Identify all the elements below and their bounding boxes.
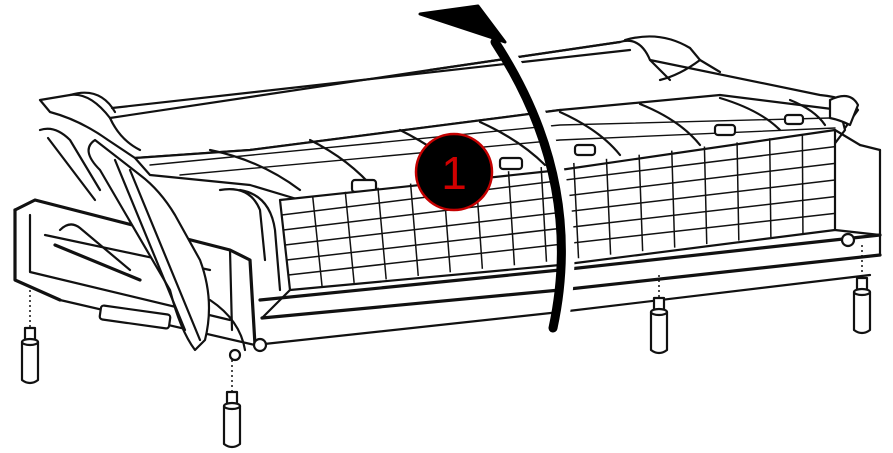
step-badge: 1 xyxy=(414,132,494,212)
foot-back-left xyxy=(222,360,242,449)
mattress-top xyxy=(38,35,860,160)
rotate-arrow-icon xyxy=(418,4,575,337)
foot-front-left xyxy=(20,290,40,385)
feet xyxy=(20,245,872,449)
foot-back-right xyxy=(852,245,872,335)
step-number: 1 xyxy=(441,147,467,199)
foot-front-right xyxy=(649,275,669,355)
